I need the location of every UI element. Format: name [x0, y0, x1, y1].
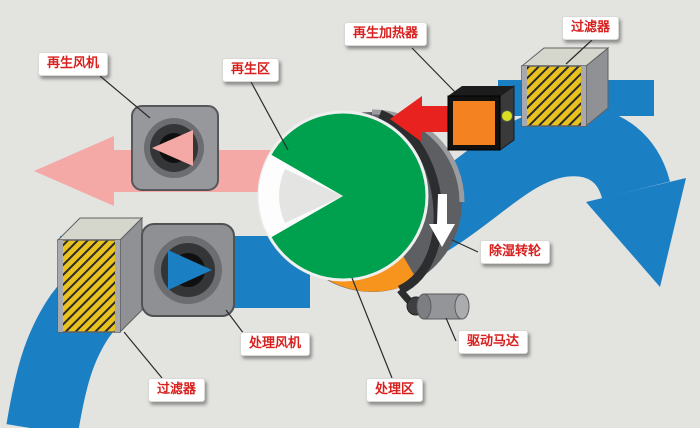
filter-bottom-frame-right — [115, 240, 120, 332]
regen-exhaust-arrowhead — [34, 136, 114, 206]
processing-fan — [141, 223, 235, 317]
leader-regen-zone — [249, 79, 289, 151]
leader-regen-heater — [411, 47, 456, 93]
rotation-arrow-icon — [429, 194, 455, 247]
heater-topface — [448, 86, 514, 96]
motor-end-left — [416, 293, 432, 320]
leader-lines — [99, 39, 593, 379]
leader-process-fan — [225, 309, 245, 335]
label-regeneration-heater: 再生加热器 — [344, 22, 428, 46]
filter-top-frame-left — [522, 66, 527, 126]
leader-process-zone — [351, 277, 393, 379]
drive-motor-component — [397, 287, 470, 320]
process-fan-flow-arrow — [168, 250, 212, 290]
hot-air-arrowhead — [390, 96, 422, 142]
leader-motor — [445, 317, 457, 342]
label-filter-top: 过滤器 — [562, 16, 620, 40]
regen-fan-flow-arrow — [152, 130, 193, 166]
heater-element-face — [453, 101, 495, 145]
regeneration-fan — [131, 105, 219, 191]
filter-top-media — [521, 65, 587, 127]
hot-air-band — [420, 106, 450, 132]
heater-indicator-light — [501, 110, 513, 122]
filter-bottom-component — [56, 216, 144, 334]
label-dehumidifier-wheel: 除湿转轮 — [480, 240, 551, 264]
filter-top-frame-right — [581, 66, 586, 126]
wheel-regen-sector-inner — [279, 169, 343, 223]
hot-air-flow — [390, 96, 450, 142]
label-filter-bottom: 过滤器 — [148, 378, 206, 402]
leader-regen-fan — [99, 75, 151, 119]
drive-belt — [378, 109, 443, 295]
process-outlet-arrowhead — [586, 178, 686, 287]
leader-filter-top — [565, 39, 593, 65]
label-drive-motor: 驱动马达 — [458, 330, 529, 354]
leader-wheel — [451, 239, 479, 253]
leader-filter-bottom — [123, 331, 163, 379]
filter-bottom-media — [57, 239, 121, 333]
label-regeneration-fan: 再生风机 — [38, 52, 109, 76]
label-process-fan: 处理风机 — [240, 332, 311, 356]
dehumidifier-wheel-component — [257, 109, 465, 295]
regeneration-heater-component — [447, 85, 515, 151]
label-regeneration-zone: 再生区 — [222, 58, 280, 82]
motor-end-right — [454, 293, 470, 320]
filter-bottom-frame-left — [58, 240, 63, 332]
filter-top-component — [520, 46, 610, 128]
label-process-zone: 处理区 — [366, 378, 424, 402]
